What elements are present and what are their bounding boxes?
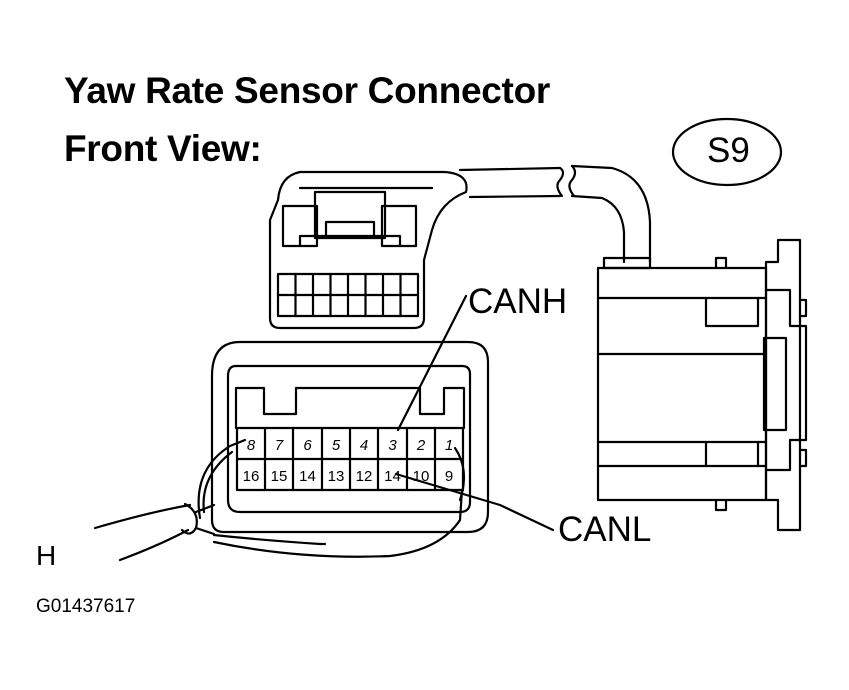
pin-1-label: 1 — [445, 437, 453, 454]
pin-2-label: 2 — [416, 437, 426, 454]
pin-5-label: 5 — [332, 437, 341, 454]
pin-8-label: 8 — [247, 437, 256, 454]
pin-11-label: 14 — [384, 468, 401, 485]
pin-7-label: 7 — [275, 437, 284, 454]
figure-id: G01437617 — [36, 596, 136, 617]
canl-leader — [394, 472, 555, 532]
pin-labels-bottom-row: 16 15 14 13 12 14 10 9 — [243, 468, 454, 485]
sensor-connector-housing — [210, 340, 490, 534]
connector-code-label: S9 — [707, 131, 750, 170]
canh-leader — [396, 294, 468, 432]
pin-15-label: 15 — [271, 468, 288, 485]
pin-14-label: 14 — [299, 468, 316, 485]
pin-12-label: 12 — [356, 468, 373, 485]
diagram-subtitle: Front View: — [64, 128, 262, 169]
pin-6-label: 6 — [303, 437, 312, 454]
pin-labels-top-row: 8 7 6 5 4 3 2 1 — [247, 437, 453, 454]
wire-bundle — [93, 438, 464, 562]
sensor-side-connector — [596, 238, 808, 532]
pin-3-label: 3 — [388, 437, 397, 454]
connector-code-oval — [671, 117, 783, 187]
side-mark: H — [36, 540, 57, 571]
harness-wire — [458, 164, 652, 270]
pin-16-label: 16 — [243, 468, 260, 485]
pin-9-label: 9 — [445, 468, 453, 485]
mating-connector — [268, 170, 468, 330]
pin-1-leader — [453, 446, 466, 502]
pin-10-label: 10 — [413, 468, 430, 485]
pin-13-label: 13 — [328, 468, 345, 485]
pin-4-label: 4 — [360, 437, 368, 454]
diagram-title: Yaw Rate Sensor Connector — [64, 70, 550, 111]
canh-callout: CANH — [468, 282, 568, 321]
canl-callout: CANL — [558, 510, 652, 549]
